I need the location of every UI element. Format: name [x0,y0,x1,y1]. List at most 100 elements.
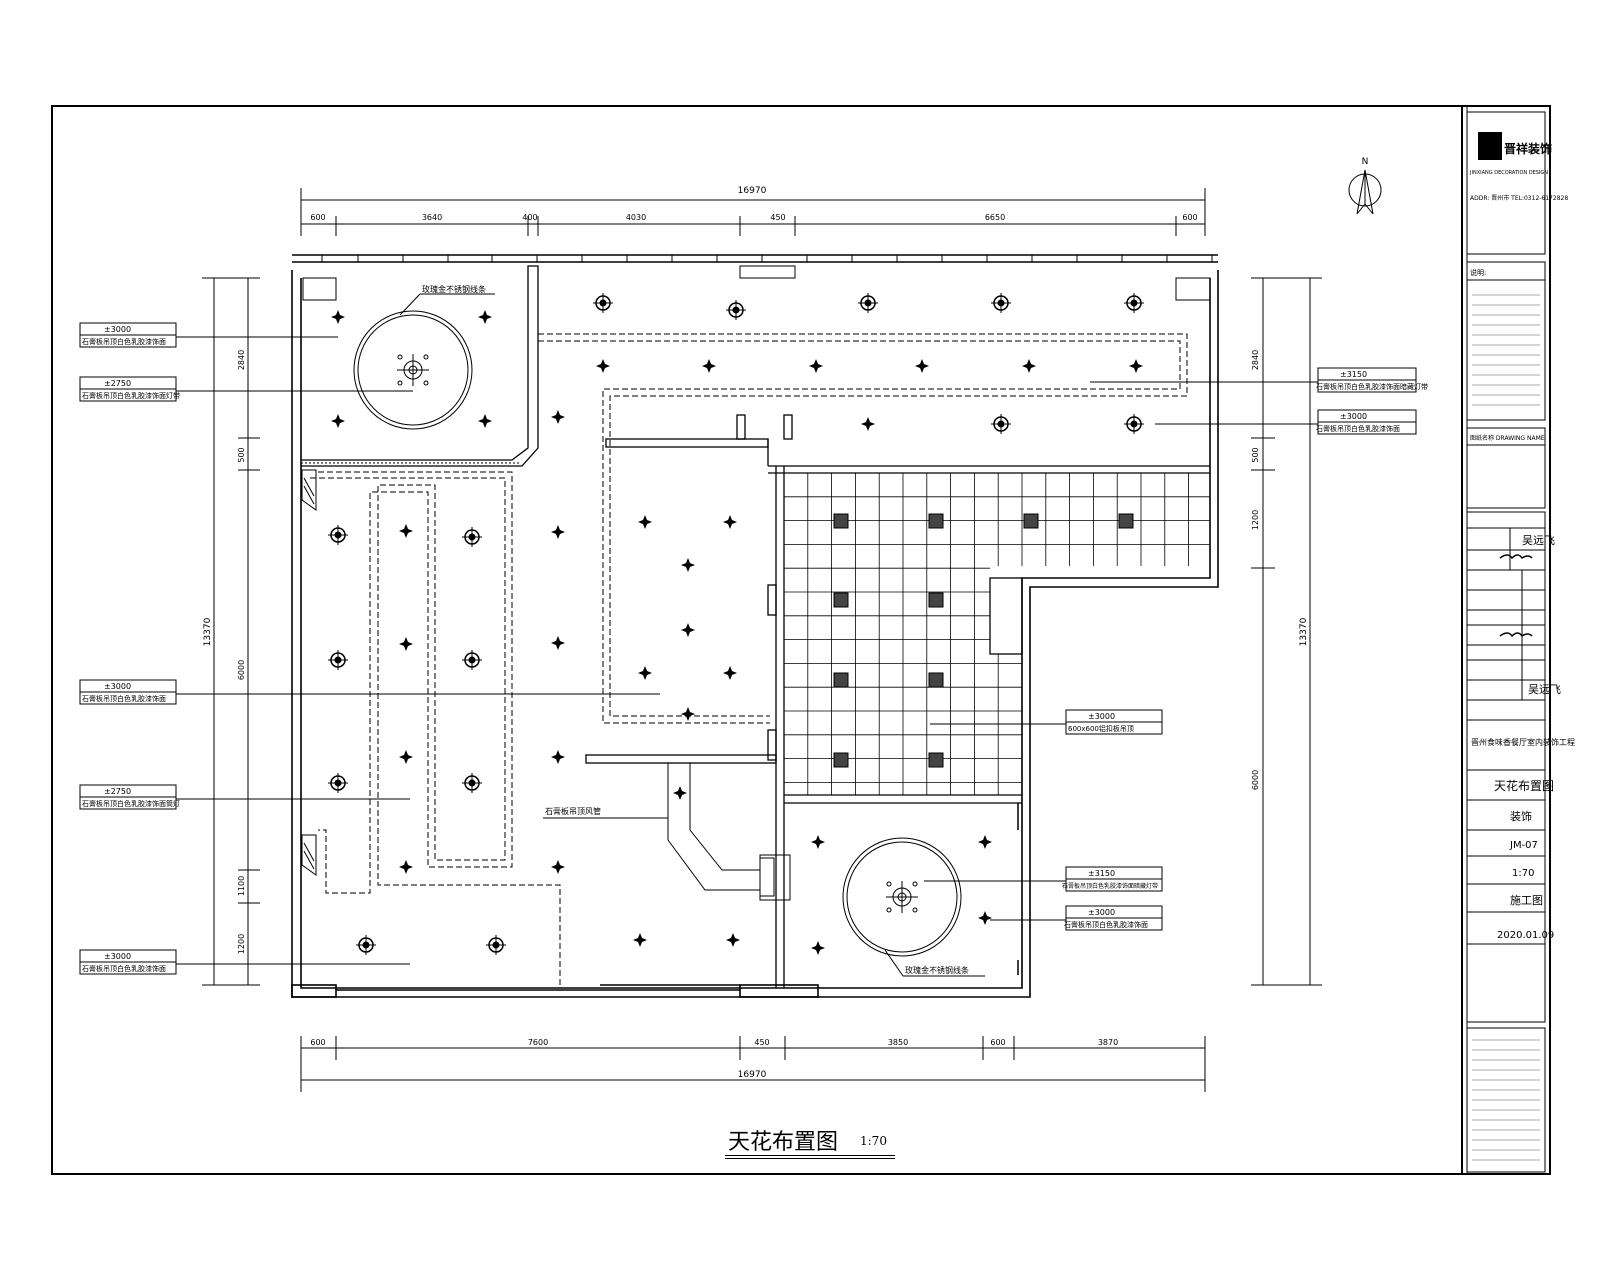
downlight-icon [1124,293,1144,313]
spotlight-icon [681,623,695,637]
spotlight-icon [978,911,992,925]
svg-text:600: 600 [990,1038,1005,1047]
spotlight-icon [723,666,737,680]
signature-mark [1499,632,1533,638]
spotlight-icon [726,933,740,947]
svg-text:±3150: ±3150 [1340,370,1367,379]
spotlight-icon [702,359,716,373]
spotlight-icon [551,410,565,424]
svg-text:500: 500 [1251,447,1260,462]
spotlight-icon [673,786,687,800]
spotlight-icon [551,750,565,764]
spotlight-icon [809,359,823,373]
title-block [1466,111,1546,1173]
dim-bottom-segment-labels: 600 7600 450 3850 600 3870 [310,1038,1118,1047]
svg-text:600: 600 [1182,213,1197,222]
dim-right-segment-labels: 2840 500 1200 6000 [1251,350,1260,790]
downlight-icon [486,935,506,955]
svg-text:±3000: ±3000 [104,325,131,334]
drawing-scale: 1:70 [860,1134,887,1148]
downlight-icon [726,300,746,320]
spotlight-icon [633,933,647,947]
downlight-icon [991,293,1011,313]
spotlight-icon [723,515,737,529]
spotlight-icon [551,636,565,650]
dim-left-total: 13370 [203,617,213,646]
svg-text:石膏板吊顶白色乳胶漆饰面暗藏灯带: 石膏板吊顶白色乳胶漆饰面暗藏灯带 [1316,382,1428,391]
spotlight-icon [638,666,652,680]
spotlight-icon [399,524,413,538]
svg-text:1100: 1100 [237,876,246,896]
svg-text:石膏板吊顶白色乳胶漆饰面: 石膏板吊顶白色乳胶漆饰面 [1316,424,1400,433]
top-vent [739,265,796,279]
spotlight-icon [551,860,565,874]
spotlight-icon [1129,359,1143,373]
dim-top-segment-labels: 600 3640 400 4030 450 6650 600 [310,213,1197,222]
svg-text:600: 600 [310,1038,325,1047]
top-window-ticks [321,255,1213,262]
discipline: 装饰 [1510,809,1532,823]
svg-text:1200: 1200 [1251,510,1260,530]
svg-text:3640: 3640 [422,213,442,222]
spotlight-icon [811,835,825,849]
top-dimensions [300,188,1206,236]
svg-text:ADDR: 晋州市 TEL:0312-6172828: ADDR: 晋州市 TEL:0312-6172828 [1470,194,1568,202]
spotlight-icon [681,707,695,721]
bottom-dimensions [300,1036,1206,1092]
left-annotations: ±3000 石膏板吊顶白色乳胶漆饰面 ±2750 石膏板吊顶白色乳胶漆饰面灯带 … [79,322,660,975]
chandelier-icon [397,354,429,386]
svg-text:1200: 1200 [237,934,246,954]
svg-text:4030: 4030 [626,213,646,222]
downlight-icon [1124,414,1144,434]
svg-text:±3150: ±3150 [1088,869,1115,878]
spotlight-icon [978,835,992,849]
svg-text:6000: 6000 [237,660,246,680]
hatched-walls [301,469,317,876]
left-dimensions [202,277,260,986]
bottom-right-room [842,803,1019,975]
downlight-icon [593,293,613,313]
central-partitions [585,414,1210,988]
spotlight-icon [399,860,413,874]
svg-text:±3000: ±3000 [1340,412,1367,421]
ceiling-zone-outlines [310,333,1188,988]
title-underline [725,1158,895,1159]
top-left-room [301,265,539,467]
dim-top-total: 16970 [738,186,767,196]
svg-text:±2750: ±2750 [104,787,131,796]
svg-text:600: 600 [310,213,325,222]
svg-text:±3000: ±3000 [1088,712,1115,721]
svg-text:400: 400 [522,213,537,222]
notes-header: 说明: [1470,268,1486,277]
designer-name: 吴远飞 [1522,534,1555,547]
spotlight-icon [681,558,695,572]
right-annotations: ±3150 石膏板吊顶白色乳胶漆饰面暗藏灯带 ±3000 石膏板吊顶白色乳胶漆饰… [924,367,1428,931]
dim-right-total: 13370 [1299,617,1309,646]
right-dimensions [1251,277,1322,986]
svg-text:N: N [1362,157,1369,167]
svg-text:±2750: ±2750 [104,379,131,388]
downlight-icon [462,527,482,547]
svg-text:3870: 3870 [1098,1038,1118,1047]
svg-text:2840: 2840 [1251,350,1260,370]
svg-text:石膏板吊顶白色乳胶漆饰面: 石膏板吊顶白色乳胶漆饰面 [82,964,166,973]
svg-text:3850: 3850 [888,1038,908,1047]
svg-text:600x600铝扣板吊顶: 600x600铝扣板吊顶 [1068,724,1134,733]
svg-text:石膏板吊顶白色乳胶漆饰面筒灯: 石膏板吊顶白色乳胶漆饰面筒灯 [82,799,180,808]
svg-text:石膏板吊顶风管: 石膏板吊顶风管 [545,806,601,816]
spotlight-icon [861,417,875,431]
svg-text:6000: 6000 [1251,770,1260,790]
spotlight-icon [478,310,492,324]
drawing-title: 天花布置图 [728,1130,839,1155]
svg-text:±3000: ±3000 [1088,908,1115,917]
svg-text:石膏板吊顶白色乳胶漆饰面: 石膏板吊顶白色乳胶漆饰面 [82,694,166,703]
svg-text:7600: 7600 [528,1038,548,1047]
spotlight-icon [638,515,652,529]
svg-text:玫瑰金不锈钢线条: 玫瑰金不锈钢线条 [422,284,486,294]
company-logo-mark [1478,132,1502,160]
titleblock-note-lines [1472,294,1540,1161]
spotlight-icon [399,637,413,651]
spotlight-icon [551,525,565,539]
spotlight-icon [811,941,825,955]
svg-text:石膏板吊顶白色乳胶漆饰面灯带: 石膏板吊顶白色乳胶漆饰面灯带 [82,391,180,400]
